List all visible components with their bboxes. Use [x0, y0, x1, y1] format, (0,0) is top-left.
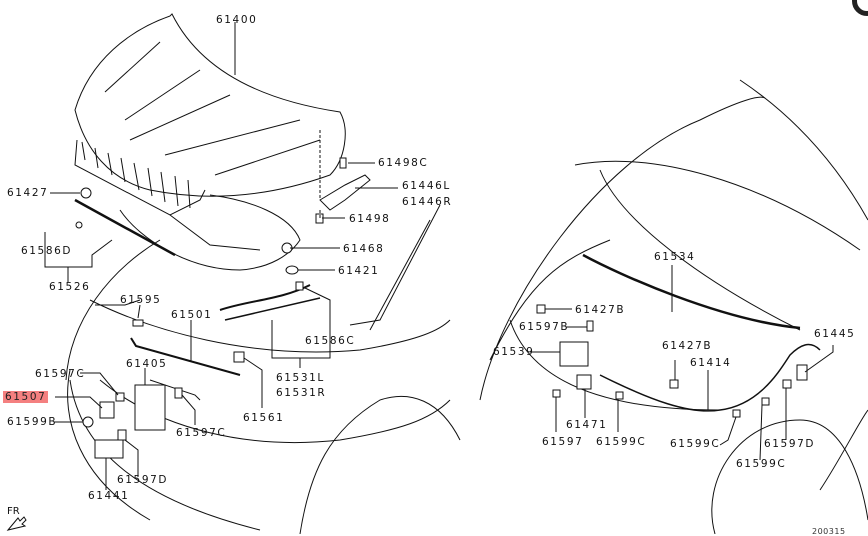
bolt-61498C	[340, 158, 346, 168]
label-61597C-b[interactable]: 61597C	[176, 427, 227, 439]
label-61599C-a[interactable]: 61599C	[596, 436, 647, 448]
label-61405[interactable]: 61405	[126, 358, 168, 370]
clip-61595	[133, 320, 143, 326]
label-61597C-a[interactable]: 61597C	[35, 368, 86, 380]
car-body-outline-right	[480, 97, 860, 400]
label-61531L[interactable]: 61531L	[276, 372, 325, 384]
label-61561[interactable]: 61561	[243, 412, 285, 424]
hood-stay-61501	[131, 338, 240, 375]
car-body-outline-left	[66, 240, 260, 530]
hood-insulator	[120, 195, 300, 270]
clip-61561	[234, 352, 244, 362]
label-61599C-b[interactable]: 61599C	[670, 438, 721, 450]
clip-61586C	[296, 282, 303, 290]
label-61498C[interactable]: 61498C	[378, 157, 429, 169]
label-61414[interactable]: 61414	[690, 357, 732, 369]
fender-wheel-right	[712, 420, 868, 534]
bracket-61507	[100, 402, 114, 418]
clip-61421	[286, 266, 298, 274]
clip-61599C-b	[733, 410, 740, 417]
label-61534[interactable]: 61534	[654, 251, 696, 263]
bolt-61597D-a	[118, 430, 126, 440]
bolt-61597C-a	[116, 393, 124, 401]
clip-61427B-b	[670, 380, 678, 388]
clip-61599C-c	[762, 398, 769, 405]
fender-outline-left	[300, 396, 460, 534]
bolt-61597	[553, 390, 560, 397]
grille-panel	[75, 140, 205, 215]
label-61507-highlighted[interactable]: 61507	[3, 391, 49, 403]
label-61597[interactable]: 61597	[542, 436, 584, 448]
cover-61539	[560, 342, 588, 366]
label-61498[interactable]: 61498	[349, 213, 391, 225]
label-61446R[interactable]: 61446R	[402, 196, 453, 208]
body-line-left	[90, 300, 450, 352]
front-direction-label: FR	[7, 506, 20, 517]
clip-61427	[81, 188, 91, 198]
label-61531R[interactable]: 61531R	[276, 387, 327, 399]
release-cable-61414	[600, 345, 820, 411]
bolt-61597B	[587, 321, 593, 331]
circle-button-icon[interactable]	[852, 0, 868, 16]
hood-hinge	[320, 175, 370, 210]
label-61446L[interactable]: 61446L	[402, 180, 451, 192]
clip-61586D	[76, 222, 82, 228]
front-arrow-icon	[8, 517, 26, 530]
label-61595[interactable]: 61595	[120, 294, 162, 306]
label-61597B[interactable]: 61597B	[519, 321, 570, 333]
label-61427[interactable]: 61427	[7, 187, 49, 199]
bracket-61441	[95, 440, 123, 458]
grommet-61599B	[83, 417, 93, 427]
label-61427B-a[interactable]: 61427B	[575, 304, 626, 316]
label-61445[interactable]: 61445	[814, 328, 856, 340]
label-61586C[interactable]: 61586C	[305, 335, 356, 347]
label-61421[interactable]: 61421	[338, 265, 380, 277]
hood-lock-61405	[135, 385, 165, 430]
handle-61445	[797, 365, 807, 380]
label-61597D-a[interactable]: 61597D	[117, 474, 169, 486]
label-61468[interactable]: 61468	[343, 243, 385, 255]
label-61599B[interactable]: 61599B	[7, 416, 58, 428]
clip-61599C-a	[616, 392, 623, 399]
clip-61427B-a	[537, 305, 545, 313]
hood-61400	[75, 14, 345, 196]
seal-61534	[583, 255, 800, 328]
label-61597D-b[interactable]: 61597D	[764, 438, 816, 450]
drawing-code: 200315	[812, 527, 846, 536]
label-61427B-b[interactable]: 61427B	[662, 340, 713, 352]
label-61501[interactable]: 61501	[171, 309, 213, 321]
weatherstrip-61526	[75, 200, 175, 255]
bolt-61597C-b	[175, 388, 182, 398]
label-61586D[interactable]: 61586D	[21, 245, 73, 257]
label-61599C-c[interactable]: 61599C	[736, 458, 787, 470]
label-61526[interactable]: 61526	[49, 281, 91, 293]
label-61539[interactable]: 61539	[493, 346, 535, 358]
bolt-61597D-b	[783, 380, 791, 388]
label-61441[interactable]: 61441	[88, 490, 130, 502]
label-61400[interactable]: 61400	[216, 14, 258, 26]
lever-61471	[577, 375, 591, 389]
label-61471[interactable]: 61471	[566, 419, 608, 431]
